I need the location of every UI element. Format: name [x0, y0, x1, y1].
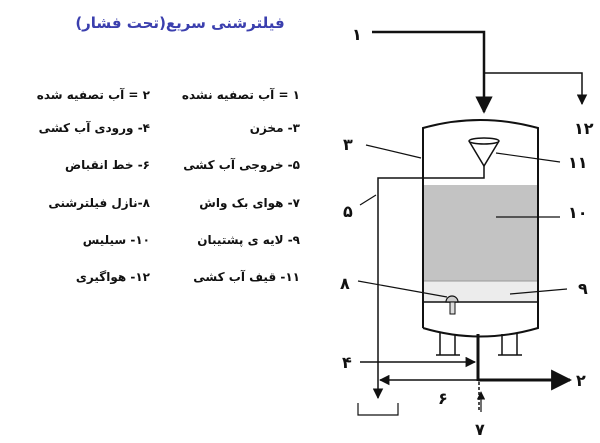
- backwash-outlet-pipe: [372, 166, 485, 400]
- tank-shell: [422, 119, 539, 338]
- label-11: ۱۱: [568, 153, 588, 172]
- legend-item-9: ۹- لایه ی پشتیبان: [197, 233, 300, 247]
- silica-media-layer: [424, 185, 538, 281]
- tank-legs: [436, 333, 522, 356]
- legend-item-11: ۱۱- قیف آب کشی: [193, 270, 300, 284]
- page-title: فیلترشنی سریع(تحت فشار): [75, 14, 285, 32]
- label-3: ۳: [343, 135, 353, 154]
- air-vent-pipe: [484, 72, 588, 106]
- label-2: ۲: [576, 371, 586, 390]
- label-8: ۸: [340, 274, 350, 293]
- leader-lines: [357, 144, 568, 298]
- label-9: ۹: [578, 279, 588, 298]
- label-12: ۱۲: [574, 119, 594, 138]
- label-1: ۱: [352, 25, 362, 44]
- label-5: ۵: [343, 202, 353, 221]
- label-6: ۶: [438, 389, 448, 408]
- filter-nozzle: [445, 295, 459, 303]
- legend-item-10: ۱۰- سیلیس: [82, 233, 150, 247]
- label-10: ۱۰: [568, 203, 588, 222]
- drain-basin: [357, 403, 399, 416]
- legend-item-3: ۳- مخزن: [249, 121, 300, 135]
- legend-item-1: ۱ = آب تصفیه نشده: [181, 88, 300, 102]
- legend-item-8: ۸-نازل فیلترشنی: [48, 196, 150, 210]
- legend-item-12: ۱۲- هواگیری: [75, 270, 150, 284]
- legend-item-4: ۴- ورودی آب کشی: [38, 121, 150, 135]
- legend-item-6: ۶- خط انقباض: [65, 158, 150, 172]
- legend-item-2: ۲ = آب تصفیه شده: [36, 88, 150, 102]
- support-layer: [424, 281, 538, 302]
- raw-water-inlet-pipe: [372, 30, 493, 114]
- legend-item-5: ۵- خروجی آب کشی: [183, 158, 300, 172]
- label-7: ۷: [475, 420, 485, 439]
- legend-item-7: ۷- هوای بک واش: [199, 196, 300, 210]
- label-4: ۴: [342, 353, 352, 372]
